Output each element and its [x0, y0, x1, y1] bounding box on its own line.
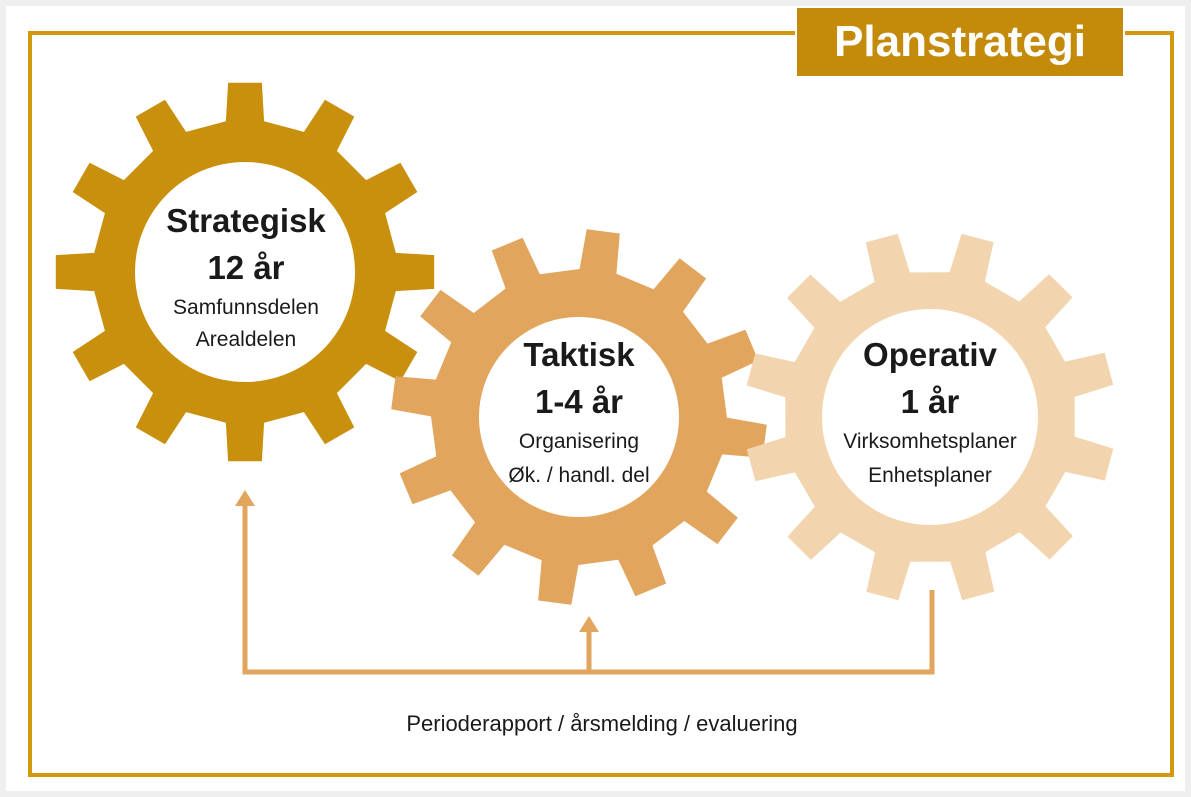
gear-operative — [746, 233, 1114, 601]
gear-operative-period: 1 år — [901, 383, 960, 420]
gear-tactical — [391, 229, 767, 605]
gear-operative-line1: Virksomhetsplaner — [843, 430, 1017, 453]
gear-strategic-period: 12 år — [207, 249, 284, 286]
feedback-label: Perioderapport / årsmelding / evaluering — [406, 711, 797, 736]
title-box — [797, 8, 1123, 76]
feedback-arrows — [235, 490, 935, 675]
gear-strategic-label: Strategisk 12 år Samfunnsdelen Arealdele… — [166, 202, 326, 351]
gear-strategic-title: Strategisk — [166, 202, 326, 239]
gear-strategic-line2: Arealdelen — [196, 328, 296, 351]
gear-operative-label: Operativ 1 år Virksomhetsplaner Enhetspl… — [843, 336, 1017, 487]
gear-strategic — [55, 82, 435, 462]
gear-tactical-label: Taktisk 1-4 år Organisering Øk. / handl.… — [508, 336, 649, 487]
gear-tactical-title: Taktisk — [523, 336, 635, 373]
page-title: Planstrategi — [834, 17, 1086, 66]
gear-operative-line2: Enhetsplaner — [868, 464, 992, 487]
gear-tactical-line1: Organisering — [519, 430, 639, 453]
gear-tactical-period: 1-4 år — [535, 383, 623, 420]
arrowhead-tactical — [579, 616, 599, 632]
arrowhead-strategic — [235, 490, 255, 506]
gear-operative-title: Operativ — [863, 336, 998, 373]
gear-strategic-line1: Samfunnsdelen — [173, 296, 319, 319]
gear-tactical-line2: Øk. / handl. del — [508, 464, 649, 487]
outer-frame — [28, 31, 1174, 777]
